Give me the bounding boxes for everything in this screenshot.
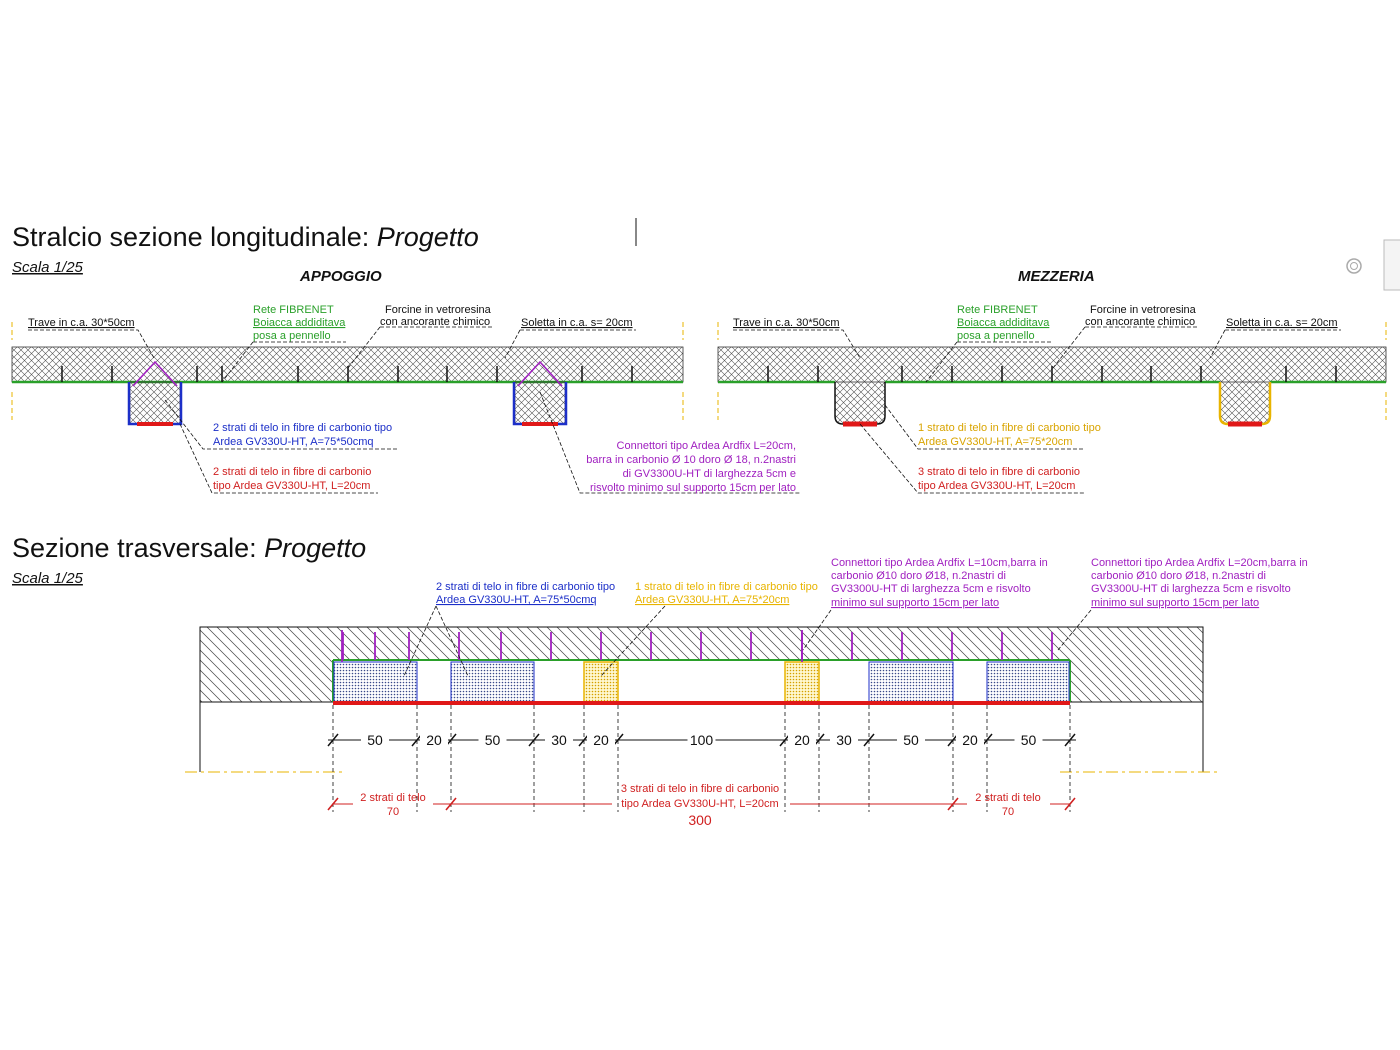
forcine-label-1: Forcine in vetroresina [1090,304,1197,316]
forcine-ticks [61,366,633,382]
soletta-label: Soletta in c.a. s= 20cm [1226,317,1338,329]
red-note-1: 3 strato di telo in fibre di carbonio [918,466,1080,478]
forcine-label-2: con ancorante chimico [1085,316,1195,328]
red-right-label: 2 strati di telo [975,792,1040,804]
red-mid-label-2: tipo Ardea GV330U-HT, L=20cm [621,798,778,810]
red-right-value: 70 [1002,806,1014,818]
red-mid-label-1: 3 strati di telo in fibre di carbonio [621,783,779,795]
red-dim-tick [1064,797,1076,811]
conn20-note-1: Connettori tipo Ardea Ardfix L=20cm,barr… [1091,557,1308,569]
yellow-note-2: Ardea GV330U-HT, A=75*20cm [918,436,1072,448]
trave-label: Trave in c.a. 30*50cm [733,317,840,329]
forcine-label-1: Forcine in vetroresina [385,304,492,316]
transverse-section: 2 strati di telo in fibre di carbonio ti… [185,557,1308,828]
dimension-value: 20 [794,732,810,748]
trans-section-scale: Scala 1/25 [12,570,84,587]
red-dimension-line [327,797,1076,811]
red-mid-value: 300 [688,812,712,828]
long-section-scale: Scala 1/25 [12,259,84,276]
trans-section-title: Sezione trasversale: Progetto [12,533,366,563]
yellow-note-1: 1 strato di telo in fibre di carbonio ti… [635,581,818,593]
rete-label-2: Boiacca addiditava [253,317,346,329]
conn20-note-2: carbonio Ø10 doro Ø18, n.2nastri di [1091,570,1266,582]
conn-note-4: risvolto minimo sul supporto 15cm per la… [590,482,796,494]
conn10-note-4: minimo sul supporto 15cm per lato [831,597,999,609]
forcine-ticks [767,366,1337,382]
dimension-value: 30 [836,732,852,748]
dimension-value: 50 [367,732,383,748]
conn-note-3: di GV3300U-HT di larghezza 5cm e [623,468,796,480]
conn10-note-1: Connettori tipo Ardea Ardfix L=10cm,barr… [831,557,1048,569]
connector [132,360,178,387]
connector [517,360,563,387]
forcine-label-2: con ancorante chimico [380,316,490,328]
blue-note-1: 2 strati di telo in fibre di carbonio ti… [436,581,615,593]
yellow-note-2: Ardea GV330U-HT, A=75*20cm [635,594,789,606]
conn10-note-2: carbonio Ø10 doro Ø18, n.2nastri di [831,570,1006,582]
red-note-2: tipo Ardea GV330U-HT, L=20cm [918,480,1075,492]
conn-note-2: barra in carbonio Ø 10 doro Ø 18, n.2nas… [586,454,796,466]
conn-note-1: Connettori tipo Ardea Ardfix L=20cm, [617,440,796,452]
dimension-value: 50 [1021,732,1037,748]
viewcube-icon[interactable] [1383,239,1400,291]
blue-note-2: Ardea GV330U-HT, A=75*50cmq [436,594,597,606]
dimension-value: 20 [593,732,609,748]
dimension-value: 50 [903,732,919,748]
dimension-value: 20 [426,732,442,748]
dimension-line [327,705,1076,812]
yellow-sheet [784,661,820,703]
orbit-icon[interactable] [1346,258,1362,274]
conn20-note-3: GV3300U-HT di larghezza 5cm e risvolto [1091,583,1291,595]
blue-sheet [450,661,535,703]
red-left-value: 70 [387,806,399,818]
red-dim-tick [445,797,457,811]
blue-sheet [868,661,954,703]
long-section-title: Stralcio sezione longitudinale: Progetto [12,222,479,252]
appoggio-heading: APPOGGIO [299,268,382,285]
rete-label-3: posa a pennello [253,330,331,342]
red-note-1: 2 strati di telo in fibre di carbonio [213,466,371,478]
rete-label-1: Rete FIBRENET [957,304,1038,316]
rete-label-2: Boiacca addiditava [957,317,1050,329]
beam [129,381,181,425]
blue-note-1: 2 strati di telo in fibre di carbonio ti… [213,422,392,434]
blue-note-2: Ardea GV330U-HT, A=75*50cmq [213,436,374,448]
yellow-sheet [583,661,619,703]
dimension-value: 20 [962,732,978,748]
dimension-value: 30 [551,732,567,748]
mezzeria-heading: MEZZERIA [1018,268,1095,285]
appoggio-section: APPOGGIO [11,268,800,494]
beam [514,381,566,425]
trave-label: Trave in c.a. 30*50cm [28,317,135,329]
beam [1218,382,1272,426]
red-note-2: tipo Ardea GV330U-HT, L=20cm [213,480,370,492]
rete-label-3: posa a pennello [957,330,1035,342]
conn20-note-4: minimo sul supporto 15cm per lato [1091,597,1259,609]
red-dim-tick [327,797,339,811]
connectors [341,630,1053,662]
red-dim-tick [947,797,959,811]
blue-sheet [986,661,1070,703]
yellow-note-1: 1 strato di telo in fibre di carbonio ti… [918,422,1101,434]
mezzeria-section: MEZZERIA Trave in c.a. 30*50cm Rete FI [717,268,1387,494]
blue-sheet [333,661,418,703]
beam [834,382,886,425]
rete-label-1: Rete FIBRENET [253,304,334,316]
conn10-note-3: GV3300U-HT di larghezza 5cm e risvolto [831,583,1031,595]
red-left-label: 2 strati di telo [360,792,425,804]
dimension-value: 100 [690,732,714,748]
soletta-label: Soletta in c.a. s= 20cm [521,317,633,329]
dimension-value: 50 [485,732,501,748]
